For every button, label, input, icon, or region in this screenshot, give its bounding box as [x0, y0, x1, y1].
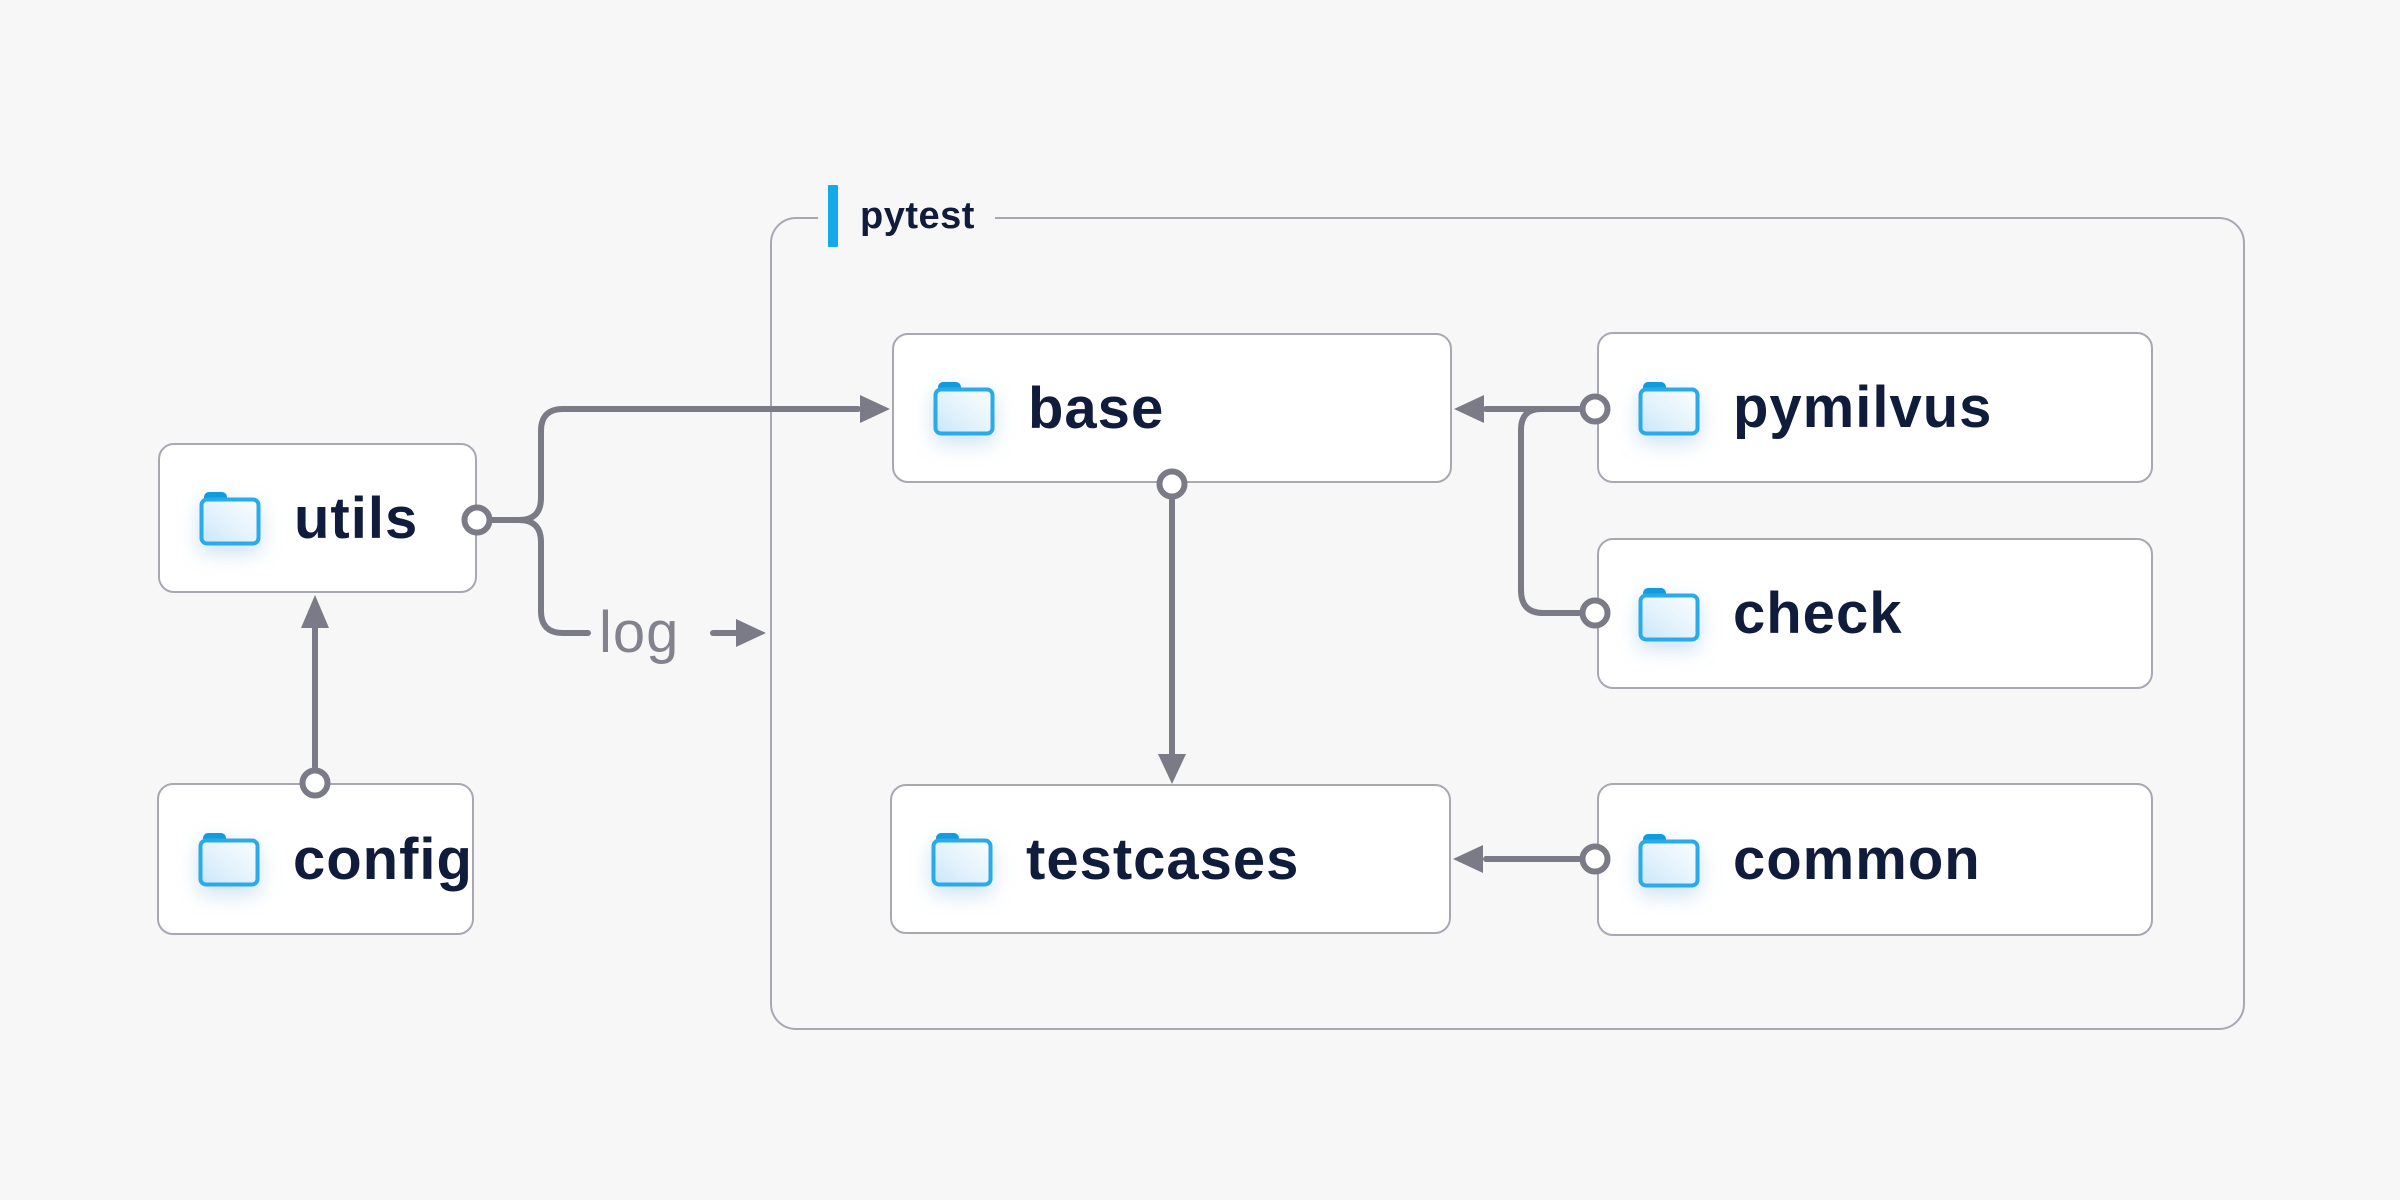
node-label: common: [1733, 827, 1981, 892]
edge-config-utils-arrowhead: [301, 595, 329, 628]
node-label: config: [293, 826, 473, 892]
folder-icon: [198, 490, 262, 546]
accent-bar-icon: [828, 185, 838, 247]
node-testcases: testcases: [890, 784, 1451, 934]
node-label: base: [1028, 375, 1165, 441]
node-utils: utils: [158, 443, 477, 593]
pytest-group-container: [770, 217, 2245, 1030]
node-label: testcases: [1026, 826, 1300, 892]
pytest-group-label: pytest: [818, 185, 995, 247]
node-label: check: [1733, 581, 1903, 646]
folder-icon: [1637, 832, 1701, 888]
edge-label-log: log: [599, 600, 680, 665]
folder-icon: [930, 831, 994, 887]
node-common: common: [1597, 783, 2153, 936]
node-base: base: [892, 333, 1452, 483]
edge-utils-log-line: [489, 517, 591, 636]
node-pymilvus: pymilvus: [1597, 332, 2153, 483]
edge-log-arrowhead: [736, 619, 766, 647]
folder-icon: [197, 831, 261, 887]
folder-icon: [1637, 586, 1701, 642]
node-label: utils: [294, 485, 419, 551]
node-config: config: [157, 783, 474, 935]
group-label-text: pytest: [860, 195, 975, 237]
folder-icon: [932, 380, 996, 436]
node-label: pymilvus: [1733, 375, 1993, 440]
node-check: check: [1597, 538, 2153, 689]
folder-icon: [1637, 380, 1701, 436]
